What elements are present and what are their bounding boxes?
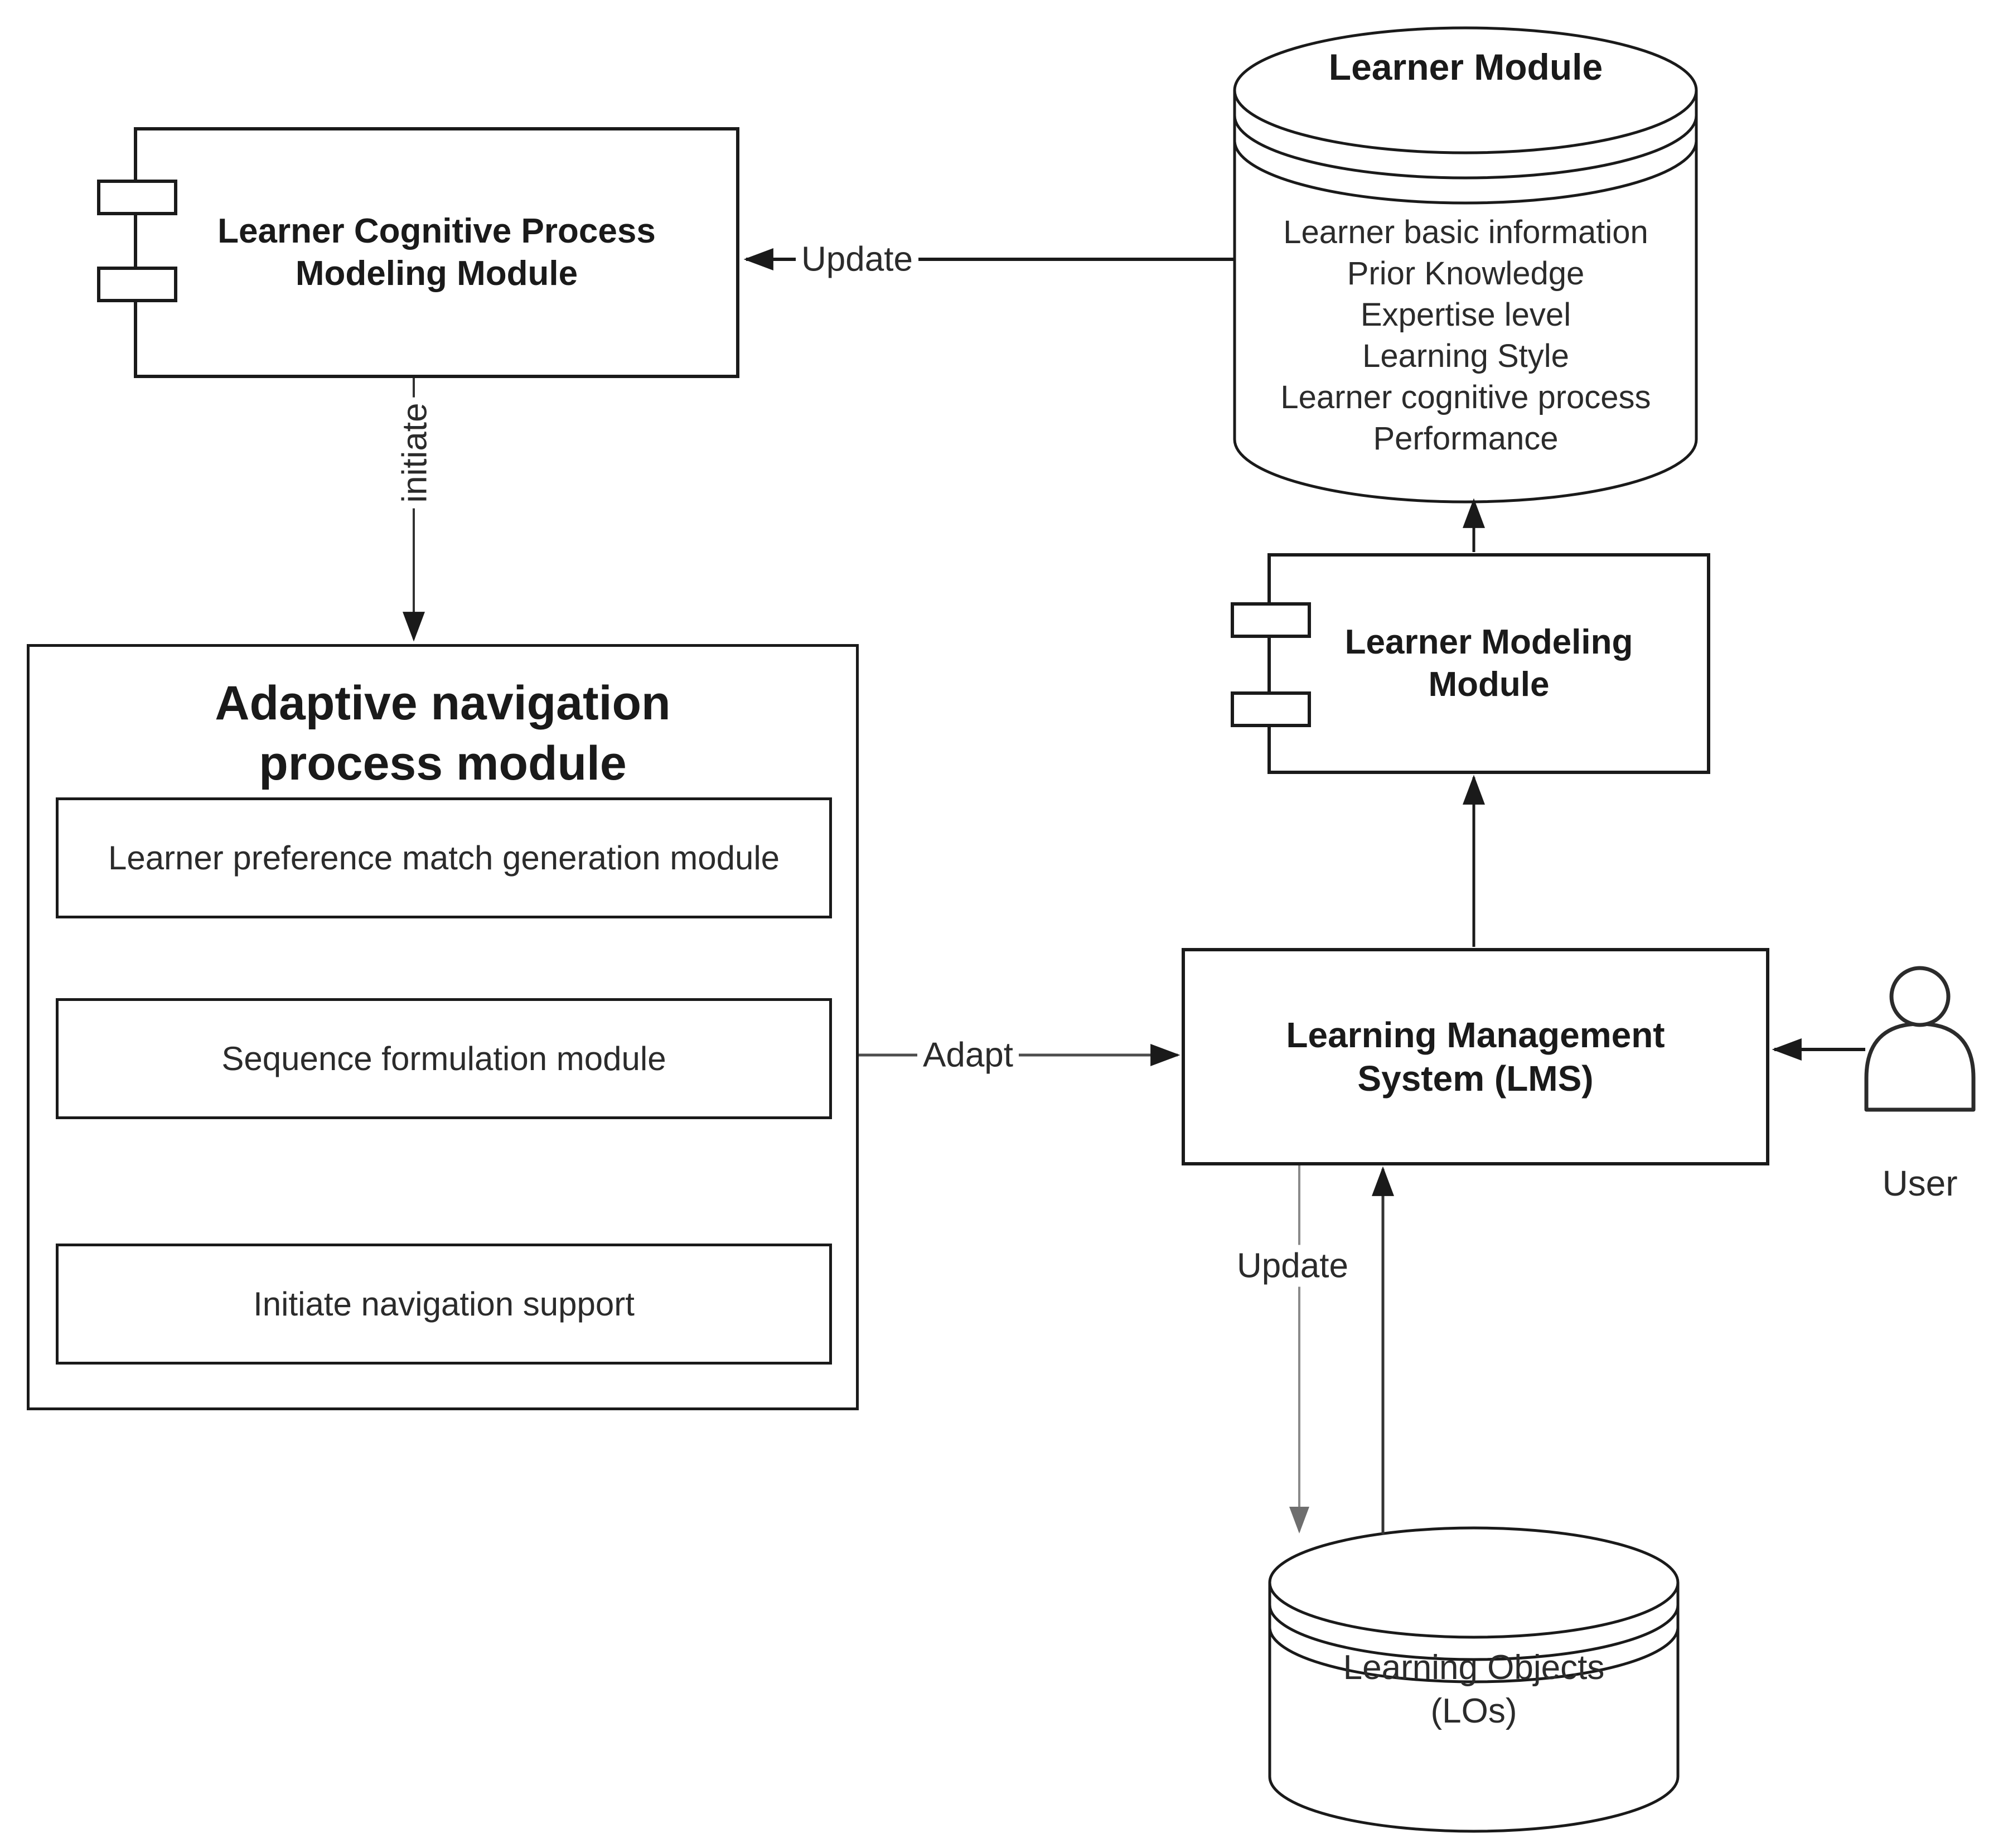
learner-db-item: Learner cognitive process bbox=[1280, 379, 1651, 415]
learner-db-item: Expertise level bbox=[1360, 297, 1571, 333]
modeling-module-title: Learner Modeling Module bbox=[1344, 623, 1633, 704]
subnode-label: Learner preference match generation modu… bbox=[108, 839, 780, 877]
cognitive-module-title: Learner Cognitive Process Modeling Modul… bbox=[217, 212, 656, 293]
learner-preference-match-generation-module: Learner preference match generation modu… bbox=[56, 797, 832, 918]
edge-label-adapt: Adapt bbox=[917, 1034, 1019, 1076]
learner-db-items: Learner basic information Prior Knowledg… bbox=[1233, 212, 1698, 459]
user-label: User bbox=[1882, 1163, 1958, 1203]
los-db-title: Learning Objects (LOs) bbox=[1343, 1648, 1605, 1730]
edge-label-initiate: initiate bbox=[394, 397, 436, 509]
learner-db-title: Learner Module bbox=[1328, 46, 1603, 88]
component-port-icon bbox=[97, 267, 177, 302]
edge-label-update-bottom: Update bbox=[1231, 1245, 1354, 1287]
learner-modeling-module: Learner Modeling Module bbox=[1231, 553, 1710, 774]
component-port-icon bbox=[1231, 691, 1311, 727]
learner-cognitive-process-modeling-module: Learner Cognitive Process Modeling Modul… bbox=[97, 127, 739, 378]
adaptive-navigation-process-module: Adaptive navigation process module Learn… bbox=[27, 644, 859, 1410]
adaptive-module-title: Adaptive navigation process module bbox=[215, 676, 671, 790]
subnode-label: Sequence formulation module bbox=[221, 1040, 666, 1077]
sequence-formulation-module: Sequence formulation module bbox=[56, 998, 832, 1119]
learning-management-system: Learning Management System (LMS) bbox=[1182, 948, 1769, 1165]
learner-db-item: Performance bbox=[1373, 420, 1559, 457]
subnode-label: Initiate navigation support bbox=[253, 1285, 635, 1323]
learner-module-datastore bbox=[1233, 26, 1698, 504]
person-icon bbox=[1864, 966, 1976, 1112]
learner-db-item: Learning Style bbox=[1362, 338, 1569, 374]
edge-label-update-top: Update bbox=[796, 238, 918, 280]
learner-db-item: Learner basic information bbox=[1283, 214, 1648, 250]
initiate-navigation-support: Initiate navigation support bbox=[56, 1244, 832, 1365]
learner-db-item: Prior Knowledge bbox=[1347, 255, 1585, 292]
component-port-icon bbox=[97, 180, 177, 215]
component-port-icon bbox=[1231, 602, 1311, 638]
learning-objects-datastore bbox=[1268, 1526, 1680, 1833]
lms-title: Learning Management System (LMS) bbox=[1286, 1014, 1665, 1099]
